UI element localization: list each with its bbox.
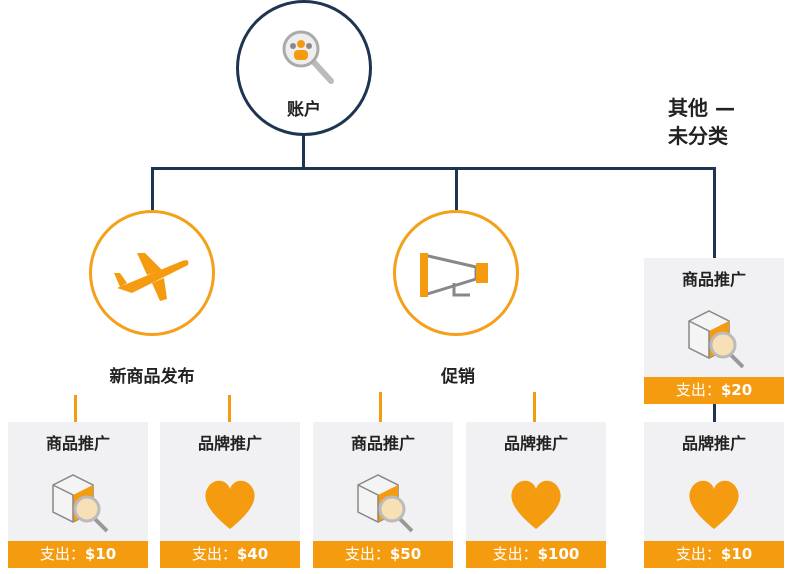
connector [379, 392, 382, 422]
account-node: 账户 [236, 0, 372, 136]
connector [151, 167, 154, 212]
spend-bar: 支出：$100 [466, 541, 606, 568]
spend-amount: $10 [720, 545, 753, 563]
connector [228, 395, 231, 422]
ad-type-card: 商品推广 支出：$20 [644, 258, 784, 404]
airplane-icon [114, 253, 189, 301]
ad-type-card: 品牌推广 支出：$40 [160, 422, 300, 568]
spend-label: 支出： [675, 545, 721, 563]
spend-label: 支出： [191, 545, 237, 563]
connector [455, 167, 458, 212]
spend-label: 支出： [675, 381, 721, 399]
connector [533, 392, 536, 422]
spend-bar: 支出：$10 [8, 541, 148, 568]
other-uncategorized-label: 其他 — 未分类 [668, 94, 735, 150]
campaign-new-product-label: 新商品发布 [109, 367, 195, 387]
heart-icon [205, 480, 255, 529]
heart-icon [689, 480, 739, 529]
spend-bar: 支出：$40 [160, 541, 300, 568]
other-label-line2: 未分类 [668, 124, 728, 148]
card-title: 商品推广 [45, 434, 110, 453]
card-title: 品牌推广 [503, 434, 568, 453]
connector [151, 167, 716, 170]
ad-type-card: 商品推广 支出：$10 [8, 422, 148, 568]
product-search-icon [51, 473, 109, 533]
spend-label: 支出： [344, 545, 390, 563]
spend-amount: $10 [84, 545, 117, 563]
megaphone-icon [420, 253, 488, 298]
ad-type-card: 品牌推广 支出：$100 [466, 422, 606, 568]
account-search-icon [282, 30, 334, 84]
spend-amount: $50 [389, 545, 422, 563]
spend-amount: $100 [537, 545, 580, 563]
connector [713, 167, 716, 258]
account-label: 账户 [287, 100, 321, 120]
ad-type-card: 商品推广 支出：$50 [313, 422, 453, 568]
card-title: 品牌推广 [681, 434, 746, 453]
product-search-icon [356, 473, 414, 533]
heart-icon [511, 480, 561, 529]
card-title: 商品推广 [350, 434, 415, 453]
ad-type-card: 品牌推广 支出：$10 [644, 422, 784, 568]
spend-bar: 支出：$20 [644, 377, 784, 404]
campaign-promotion-label: 促销 [441, 367, 475, 387]
spend-label: 支出： [492, 545, 538, 563]
card-title: 品牌推广 [197, 434, 262, 453]
campaign-promotion-node [393, 210, 519, 336]
spend-bar: 支出：$50 [313, 541, 453, 568]
spend-amount: $40 [236, 545, 269, 563]
spend-bar: 支出：$10 [644, 541, 784, 568]
spend-label: 支出： [39, 545, 85, 563]
connector [74, 395, 77, 422]
card-title: 商品推广 [681, 270, 746, 289]
campaign-new-product-node [89, 210, 215, 336]
other-label-line1: 其他 — [668, 96, 735, 120]
connector [713, 404, 716, 422]
spend-amount: $20 [720, 381, 753, 399]
connector [302, 134, 305, 169]
product-search-icon [687, 309, 745, 369]
